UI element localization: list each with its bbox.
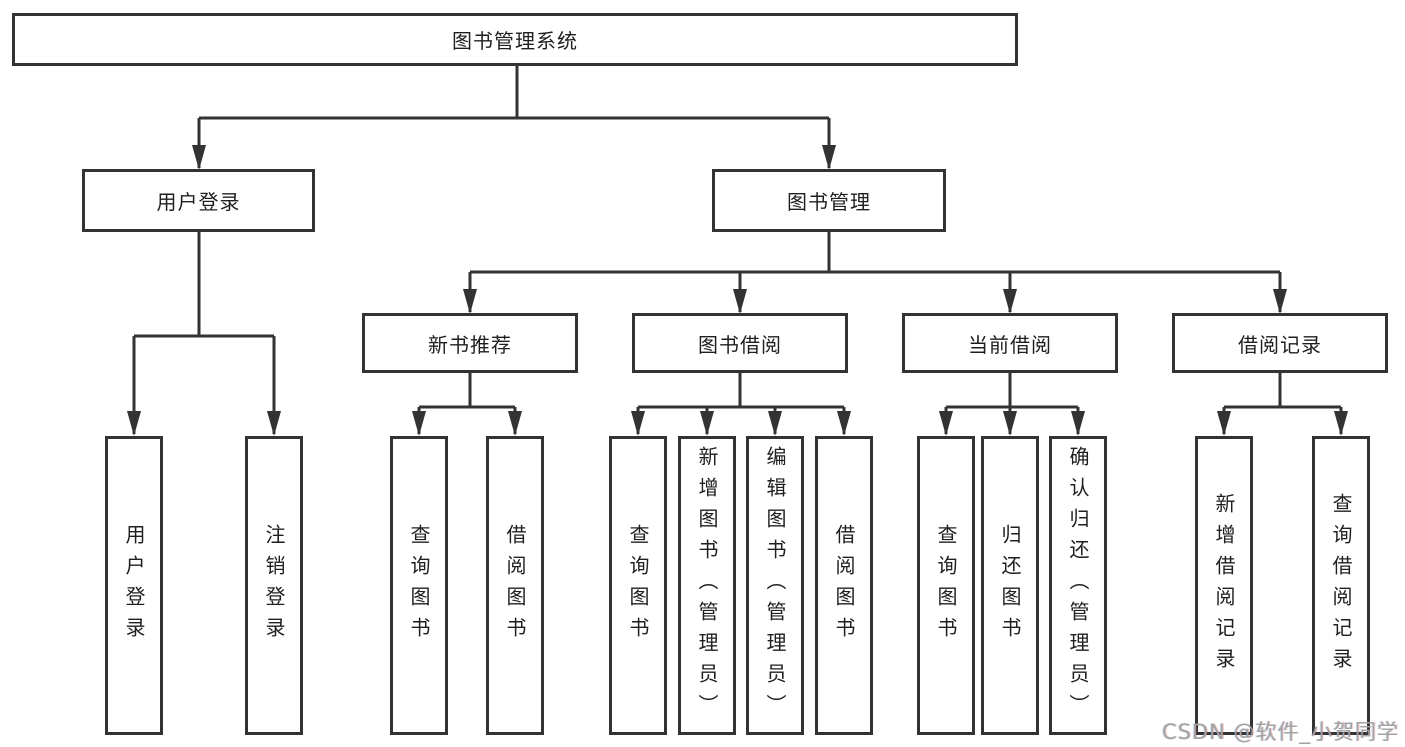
arrow-icon: [412, 411, 426, 436]
node-new-book-recommend: 新书推荐: [362, 313, 578, 373]
leaf-borrow-books-recommend: 借阅图书: [486, 436, 544, 735]
leaf-user-login: 用户登录: [105, 436, 163, 735]
leaf-label: 借阅图书: [503, 523, 527, 648]
node-borrow-records: 借阅记录: [1172, 313, 1388, 373]
leaf-query-books-current: 查询图书: [917, 436, 975, 735]
leaf-label: 查询图书: [407, 523, 431, 648]
node-current-borrow: 当前借阅: [902, 313, 1118, 373]
leaf-label: 注销登录: [262, 523, 286, 648]
arrowheads: [127, 145, 1348, 436]
arrow-icon: [631, 411, 645, 436]
leaf-add-books-admin: 新增图书（管理员）: [678, 436, 736, 735]
arrow-icon: [192, 145, 206, 170]
node-label: 当前借阅: [968, 332, 1052, 357]
node-root-label: 图书管理系统: [452, 29, 578, 53]
arrow-icon: [837, 411, 851, 436]
arrow-icon: [733, 289, 747, 314]
node-book-borrow: 图书借阅: [632, 313, 848, 373]
leaf-borrow-books: 借阅图书: [815, 436, 873, 735]
leaf-label: 新增图书（管理员）: [695, 446, 719, 725]
node-label: 图书借阅: [698, 332, 782, 357]
arrow-icon: [939, 411, 953, 436]
node-label: 图书管理: [787, 190, 871, 214]
arrow-icon: [1071, 411, 1085, 436]
leaf-query-borrow-record: 查询借阅记录: [1312, 436, 1370, 735]
connector-bookmgmt-to-level3: [468, 232, 1282, 312]
connector-root-to-level2: [197, 66, 831, 168]
leaf-query-books-borrow: 查询图书: [609, 436, 667, 735]
arrow-icon: [127, 411, 141, 436]
arrow-icon: [1273, 289, 1287, 314]
leaf-label: 新增借阅记录: [1212, 492, 1236, 679]
node-label: 新书推荐: [428, 332, 512, 357]
leaf-edit-books-admin: 编辑图书（管理员）: [746, 436, 804, 735]
leaf-label: 查询借阅记录: [1329, 492, 1353, 679]
arrow-icon: [700, 411, 714, 436]
leaf-add-borrow-record: 新增借阅记录: [1195, 436, 1253, 735]
connector-userlogin-to-leaves: [132, 232, 276, 434]
arrow-icon: [463, 289, 477, 314]
connector-records-to-leaves: [1222, 373, 1343, 434]
leaf-label: 借阅图书: [832, 523, 856, 648]
leaf-return-books: 归还图书: [981, 436, 1039, 735]
leaf-label: 确认归还（管理员）: [1066, 446, 1090, 725]
arrow-icon: [768, 411, 782, 436]
arrow-icon: [508, 411, 522, 436]
arrow-icon: [267, 411, 281, 436]
leaf-query-books-recommend: 查询图书: [390, 436, 448, 735]
node-user-login: 用户登录: [82, 169, 315, 232]
csdn-watermark: CSDN @软件_小贺同学: [1161, 720, 1399, 744]
leaf-label: 查询图书: [626, 523, 650, 648]
connector-newbook-to-leaves: [417, 373, 517, 434]
leaf-label: 查询图书: [934, 523, 958, 648]
arrow-icon: [1003, 289, 1017, 314]
leaf-label: 归还图书: [998, 523, 1022, 648]
node-root: 图书管理系统: [12, 13, 1018, 66]
leaf-logout: 注销登录: [245, 436, 303, 735]
leaf-label: 用户登录: [122, 523, 146, 648]
leaf-label: 编辑图书（管理员）: [763, 446, 787, 725]
leaf-confirm-return-admin: 确认归还（管理员）: [1049, 436, 1107, 735]
arrow-icon: [1217, 411, 1231, 436]
connector-borrow-to-leaves: [636, 373, 846, 434]
arrow-icon: [822, 145, 836, 170]
arrow-icon: [1003, 411, 1017, 436]
arrow-icon: [1334, 411, 1348, 436]
node-book-management: 图书管理: [712, 169, 946, 232]
node-label: 借阅记录: [1238, 332, 1322, 357]
node-label: 用户登录: [156, 190, 241, 214]
